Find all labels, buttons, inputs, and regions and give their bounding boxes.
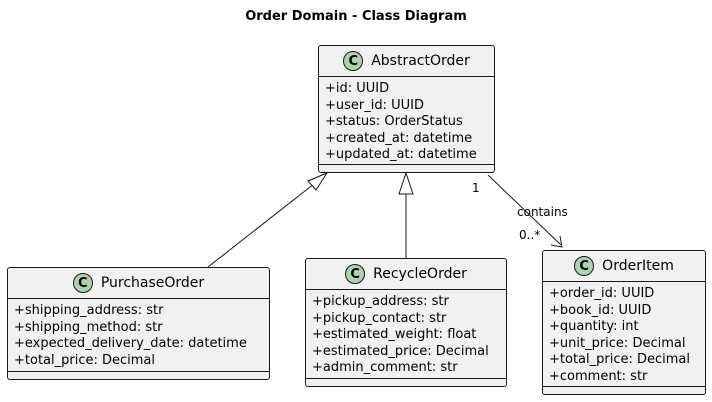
- methods-divider: [319, 164, 494, 165]
- class-recycle-order[interactable]: C RecycleOrder +pickup_address: str +pic…: [305, 258, 507, 387]
- attribute: +expected_delivery_date: datetime: [14, 336, 247, 351]
- attribute: +pickup_address: str: [312, 294, 449, 309]
- attribute: +total_price: Decimal: [14, 352, 155, 368]
- attribute: +created_at: datetime: [325, 130, 473, 146]
- attribute: +total_price: Decimal: [549, 352, 690, 367]
- inheritance-arrowhead-recycle: [398, 171, 414, 195]
- attribute: +pickup_contact: str: [312, 310, 447, 326]
- class-header: C RecycleOrder: [306, 259, 506, 290]
- class-abstract-order[interactable]: C AbstractOrder +id: UUID +user_id: UUID…: [318, 45, 495, 173]
- inheritance-line-purchase: [207, 179, 320, 268]
- class-header: C AbstractOrder: [319, 46, 494, 77]
- association-target-multiplicity: 0..*: [519, 228, 541, 242]
- class-header: C OrderItem: [543, 251, 705, 282]
- attribute: +comment: str: [549, 368, 648, 384]
- association-line: [487, 174, 562, 246]
- attribute-list: +id: UUID +user_id: UUID +status: OrderS…: [319, 77, 494, 164]
- association-source-multiplicity: 1: [472, 181, 480, 195]
- class-name: PurchaseOrder: [100, 275, 205, 291]
- inheritance-arrowhead-purchase: [307, 171, 329, 191]
- class-name: RecycleOrder: [373, 266, 467, 282]
- attribute-list: +pickup_address: str +pickup_contact: st…: [306, 290, 506, 377]
- attribute-list: +order_id: UUID +book_id: UUID +quantity…: [543, 282, 705, 385]
- methods-divider: [8, 371, 269, 372]
- attribute: +book_id: UUID: [549, 302, 652, 318]
- class-icon: C: [72, 273, 93, 293]
- diagram-title: Order Domain - Class Diagram: [245, 9, 467, 24]
- attribute: +status: OrderStatus: [325, 114, 463, 129]
- class-purchase-order[interactable]: C PurchaseOrder +shipping_address: str +…: [7, 267, 270, 380]
- attribute: +admin_comment: str: [312, 360, 458, 375]
- attribute: +unit_price: Decimal: [549, 335, 686, 351]
- class-icon: C: [345, 264, 366, 284]
- attribute: +quantity: int: [549, 319, 639, 334]
- methods-divider: [306, 378, 506, 379]
- association-label: contains: [517, 205, 568, 219]
- attribute-list: +shipping_address: str +shipping_method:…: [8, 299, 269, 369]
- attribute: +id: UUID: [325, 81, 390, 96]
- attribute: +shipping_method: str: [14, 319, 163, 335]
- attribute: +estimated_weight: float: [312, 327, 477, 342]
- attribute: +estimated_price: Decimal: [312, 343, 489, 359]
- association-arrowhead: [550, 235, 563, 248]
- class-name: OrderItem: [602, 258, 674, 274]
- class-order-item[interactable]: C OrderItem +order_id: UUID +book_id: UU…: [542, 250, 706, 395]
- attribute: +order_id: UUID: [549, 286, 655, 301]
- class-icon: C: [574, 256, 595, 276]
- methods-divider: [543, 386, 705, 387]
- class-header: C PurchaseOrder: [8, 268, 269, 299]
- attribute: +shipping_address: str: [14, 303, 164, 318]
- attribute: +user_id: UUID: [325, 97, 424, 113]
- class-name: AbstractOrder: [371, 53, 470, 69]
- class-icon: C: [343, 51, 364, 71]
- attribute: +updated_at: datetime: [325, 147, 477, 162]
